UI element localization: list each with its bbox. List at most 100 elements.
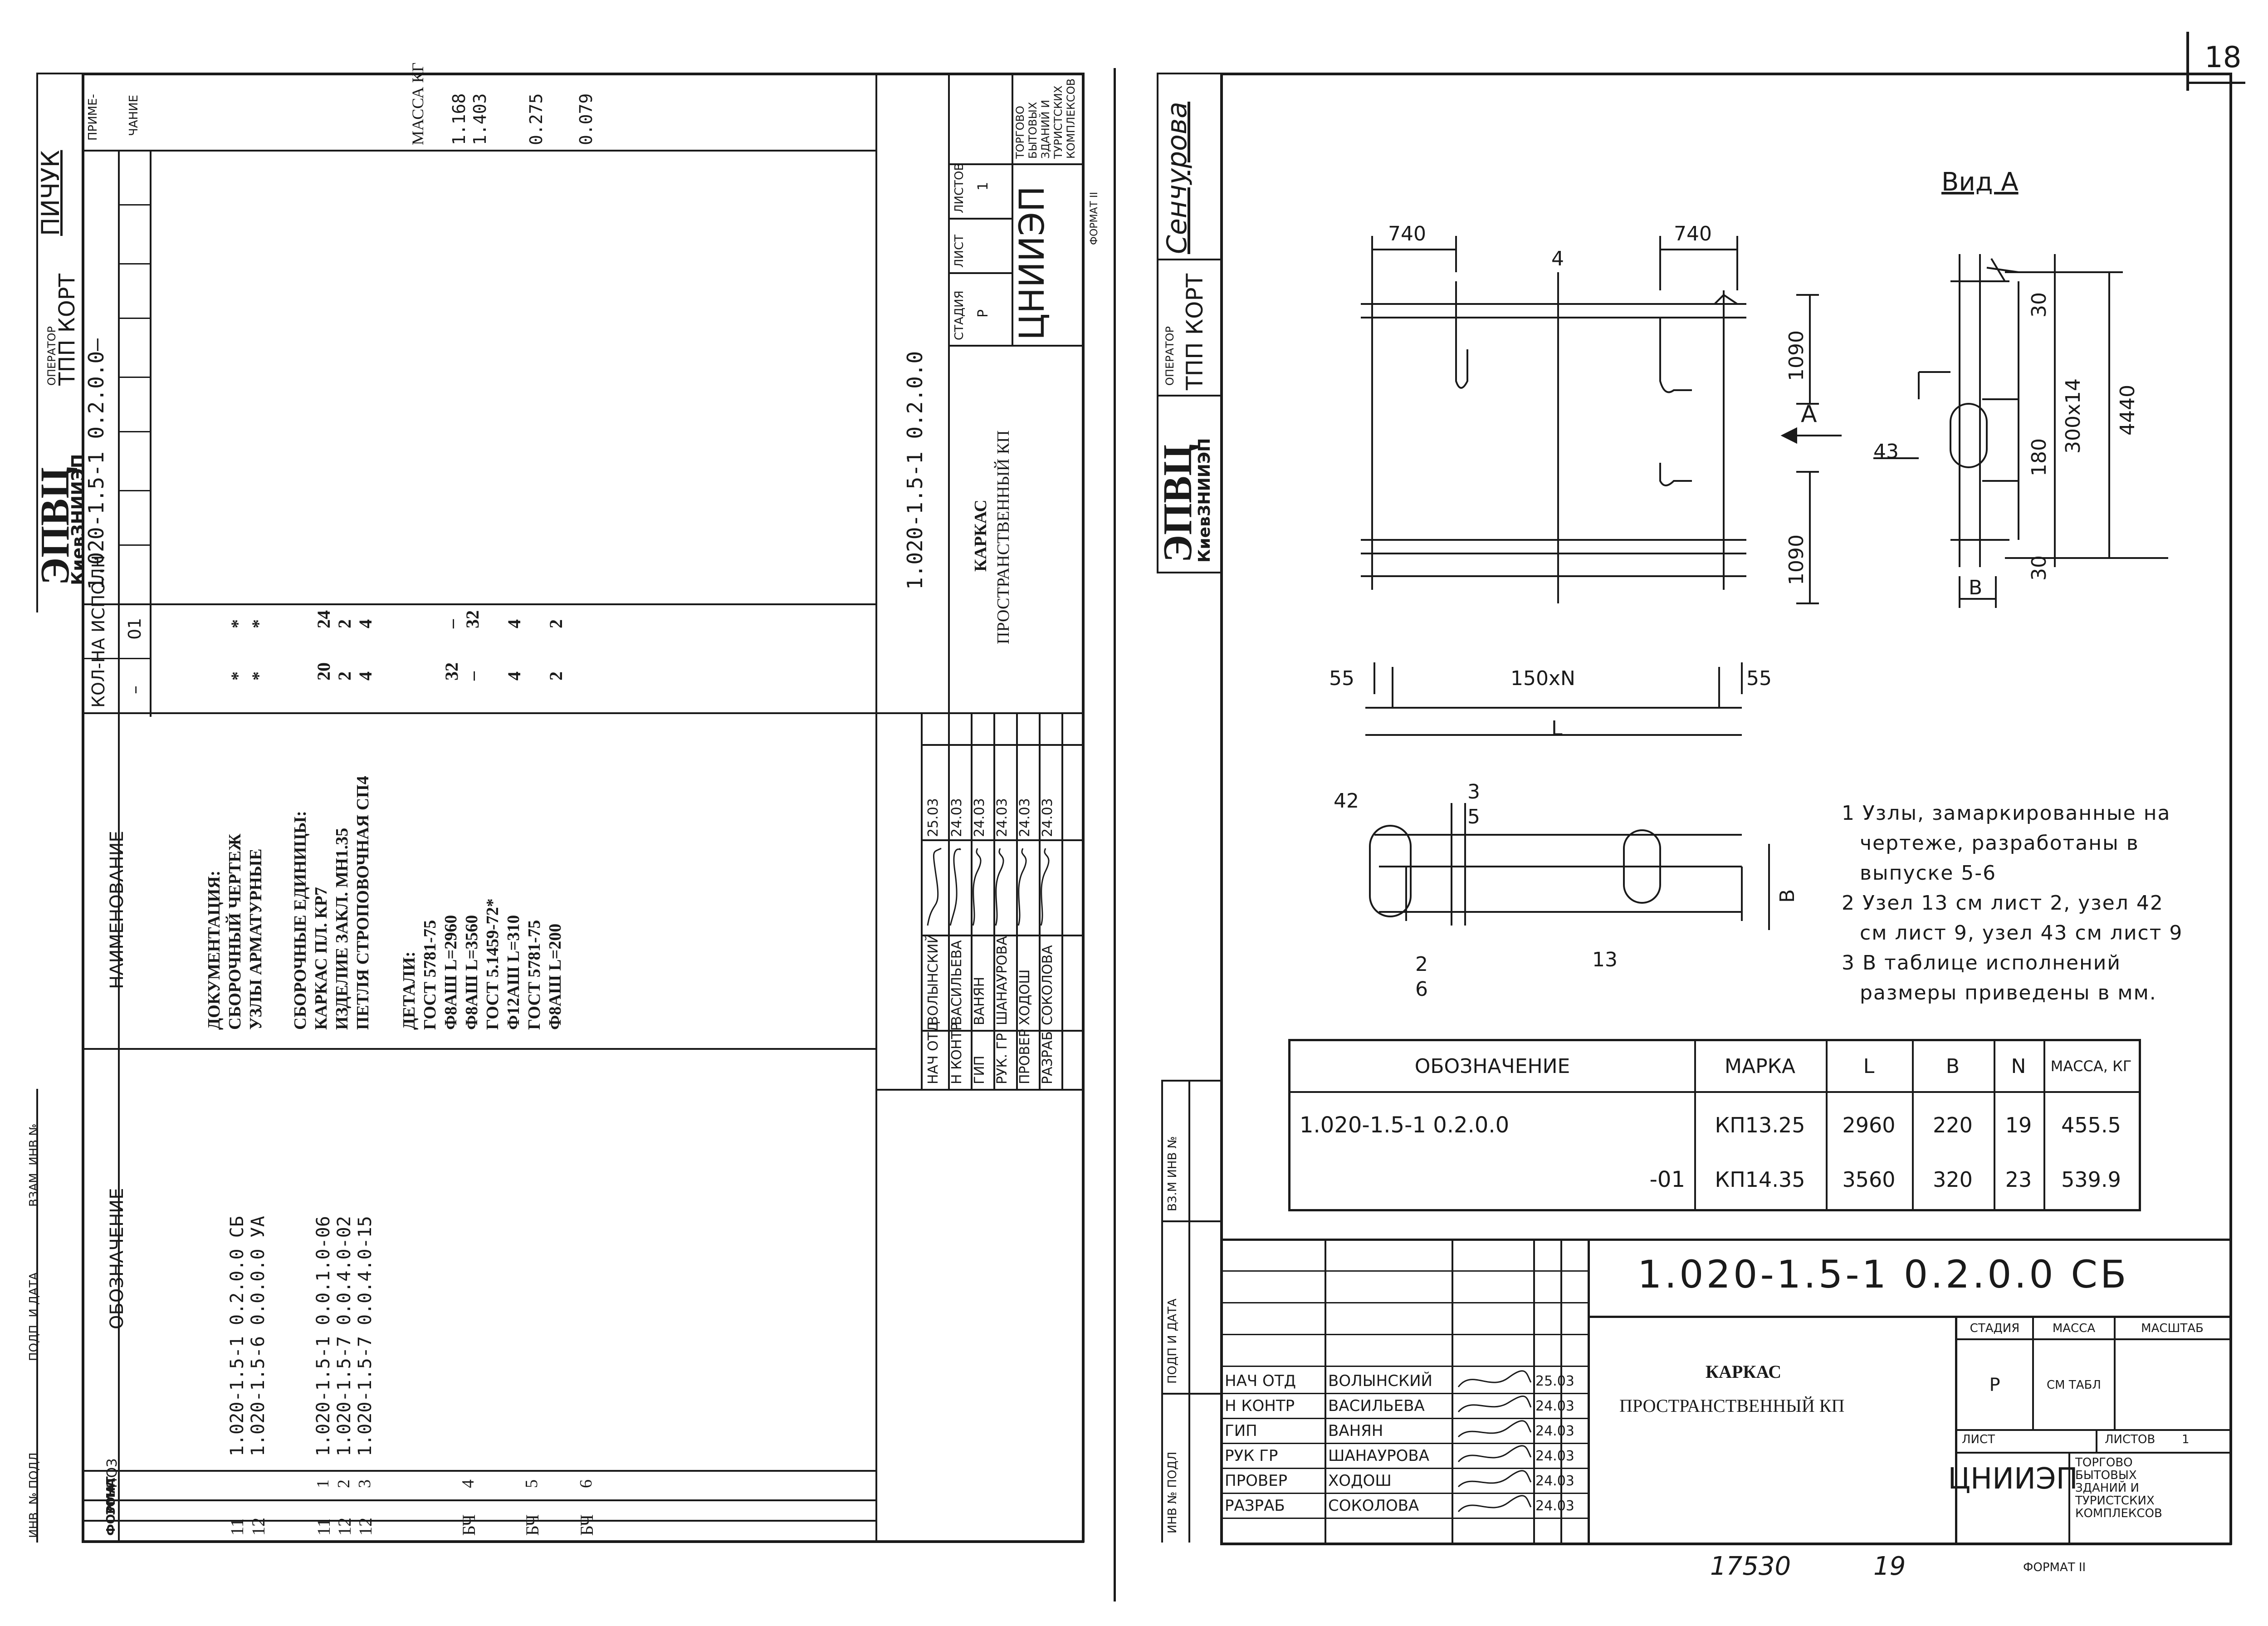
drawing-notes: 1 Узлы, замаркированные на чертеже, разр… <box>1842 798 2183 1008</box>
exec-header-mark: МАРКА <box>1725 1054 1795 1078</box>
right-stamp-line-2 <box>1157 259 1220 260</box>
sig-role-3: ГИП <box>972 1055 987 1084</box>
spec-qty-col <box>150 150 152 717</box>
exec-header-n: N <box>2011 1054 2026 1078</box>
spec-q1-r17: 2 <box>546 671 566 681</box>
rsig-line <box>1220 1443 1588 1444</box>
rsig-line <box>1220 1302 1588 1303</box>
spec-format-5: 12 <box>355 1518 376 1536</box>
rsig-names: ВОЛЫНСКИЙ ВАСИЛЬЕВА ВАНЯН ШАНАУРОВА ХОДО… <box>1328 1369 1432 1518</box>
spec-designation-1: 1.020-1.5-1 0.2.0.0 СБ <box>227 1216 248 1456</box>
dim-b2: В <box>1776 889 1799 903</box>
spec-pos-5: 5 <box>522 1479 541 1488</box>
right-stamp-operator-label: ОПЕРАТОР <box>1163 326 1176 386</box>
spec-col-divider-note <box>82 150 875 152</box>
right-margin-line <box>1161 1220 1220 1222</box>
spec-pos-2: 2 <box>334 1479 353 1488</box>
spec-right-edge <box>875 73 877 1543</box>
spec-format-1: 11 <box>227 1518 247 1536</box>
exec-row2-designation: -01 <box>1649 1167 1685 1192</box>
sig-line <box>1061 712 1063 1089</box>
spec-q1-r12: 32 <box>441 662 462 681</box>
exec-header-designation: ОБОЗНАЧЕНИЕ <box>1414 1054 1570 1078</box>
rsig-name-3: ВАНЯН <box>1328 1422 1383 1440</box>
sig-name-4: ШАНАУРОВА <box>994 936 1010 1025</box>
rsig-line <box>1220 1468 1588 1469</box>
rsig-date-4: 24.03 <box>1535 1448 1574 1464</box>
right-title-code: 1.020-1.5-1 0.2.0.0 СБ <box>1637 1252 2129 1297</box>
right-stamp-operator-value: ТПП КОРТ <box>1182 273 1208 390</box>
exec-table-vline <box>1912 1041 1914 1209</box>
tb-line <box>948 345 1084 347</box>
rsig-date-6: 24.03 <box>1535 1498 1574 1514</box>
spec-header-qty-b: 01 <box>125 617 145 640</box>
spec-name-3: УЗЛЫ АРМАТУРНЫЕ <box>246 848 265 1030</box>
spec-pos-4: 4 <box>459 1479 478 1488</box>
sig-name-5: ХОДОШ <box>1017 969 1033 1025</box>
right-frame-right <box>2229 73 2232 1545</box>
spec-header-line-2 <box>82 1499 875 1501</box>
sig-name-1: ВОЛЫНСКИЙ <box>925 933 941 1025</box>
rsig-role-2: Н КОНТР <box>1225 1397 1295 1415</box>
right-mass-value: СМ ТАБЛ <box>2047 1378 2101 1392</box>
right-org-name: ЦНИИЭП <box>1948 1462 2078 1496</box>
left-sheets-label: ЛИСТОВ <box>953 162 966 213</box>
sig-date-6: 24.03 <box>1040 798 1056 837</box>
rsig-line <box>1220 1393 1588 1394</box>
spec-name-12: ГОСТ 5.1459-72* <box>483 898 502 1030</box>
rsig-date-2: 24.03 <box>1535 1398 1574 1414</box>
left-title-line2: ПРОСТРАНСТВЕННЫЙ КП <box>994 430 1013 644</box>
sig-line <box>1016 712 1018 1089</box>
spec-header-qty-a: – <box>125 686 145 694</box>
exec-row1-l: 2960 <box>1842 1113 1896 1137</box>
right-margin-line <box>1161 1080 1220 1082</box>
exec-table-hline <box>1290 1091 2139 1093</box>
note-line-7: размеры приведены в мм. <box>1860 981 2157 1004</box>
spec-note-mass: МАССА КГ <box>409 62 427 145</box>
right-margin-label-3: ВЗ.М ИНВ № <box>1166 1136 1179 1211</box>
right-stamp-edge <box>1157 73 1158 572</box>
page-number-rule <box>2186 32 2189 91</box>
rsig-name-6: СОКОЛОВА <box>1328 1497 1419 1515</box>
sig-role-1: НАЧ ОТД <box>925 1021 941 1084</box>
sig-date-5: 24.03 <box>1017 798 1033 837</box>
spec-name-10: Ф8АШ L=2960 <box>441 915 460 1030</box>
right-sheets-label: ЛИСТОВ <box>2105 1433 2156 1446</box>
rsig-line <box>1560 1239 1562 1543</box>
exec-row1-designation: 1.020-1.5-1 0.2.0.0 <box>1300 1112 1510 1138</box>
rsig-name-5: ХОДОШ <box>1328 1472 1392 1490</box>
note-line-5: см лист 9, узел 43 см лист 9 <box>1860 921 2183 945</box>
spec-q2-r7: 2 <box>334 619 355 628</box>
left-sheet-label: ЛИСТ <box>953 234 966 268</box>
spec-name-14: ГОСТ 5781-75 <box>525 920 544 1030</box>
right-frame-bottom <box>1220 1543 2232 1545</box>
qty-row-line <box>118 490 150 491</box>
pos-2-label: 2 <box>1415 953 1428 976</box>
left-code-strip: 1.020-1.5-1 0.2.0.0– <box>84 338 108 590</box>
rtb-line <box>1220 1239 2232 1241</box>
qty-row-line <box>118 318 150 319</box>
rtb-line <box>1955 1338 2232 1340</box>
spec-q1-r13: – <box>462 671 483 681</box>
rsig-role-3: ГИП <box>1225 1422 1257 1440</box>
rsig-roles: НАЧ ОТД Н КОНТР ГИП РУК ГР ПРОВЕР РАЗРАБ <box>1225 1369 1296 1518</box>
exec-header-mass: МАССА, КГ <box>2050 1058 2132 1075</box>
left-org-name: ЦНИИЭП <box>1012 186 1052 340</box>
dim-150xN: 150xN <box>1510 667 1575 690</box>
right-frame-top <box>1220 73 2232 75</box>
spec-q1-r7: 2 <box>334 671 355 681</box>
spec-q1-r3: * <box>248 671 269 681</box>
spec-name-1: ДОКУМЕНТАЦИЯ: <box>205 870 224 1030</box>
rsig-date-1: 25.03 <box>1535 1373 1574 1389</box>
page-number: 18 <box>2204 41 2242 74</box>
spec-note-2: 1.403 <box>470 93 490 145</box>
right-org-desc-3: ЗДАНИЙ И <box>2075 1481 2139 1495</box>
spec-format-6: БЧ <box>459 1514 479 1536</box>
left-format: ФОРМАТ II <box>1089 192 1100 245</box>
spec-q2-r12: – <box>441 619 462 628</box>
tb-line <box>948 218 1012 220</box>
sig-date-1: 25.03 <box>925 798 941 837</box>
exec-header-b: В <box>1945 1054 1960 1078</box>
drawing-canvas: 740 740 4 А Вид А 43 В 55 150xN 55 L 42 … <box>1329 167 2168 1001</box>
rsig-role-5: ПРОВЕР <box>1225 1472 1288 1490</box>
